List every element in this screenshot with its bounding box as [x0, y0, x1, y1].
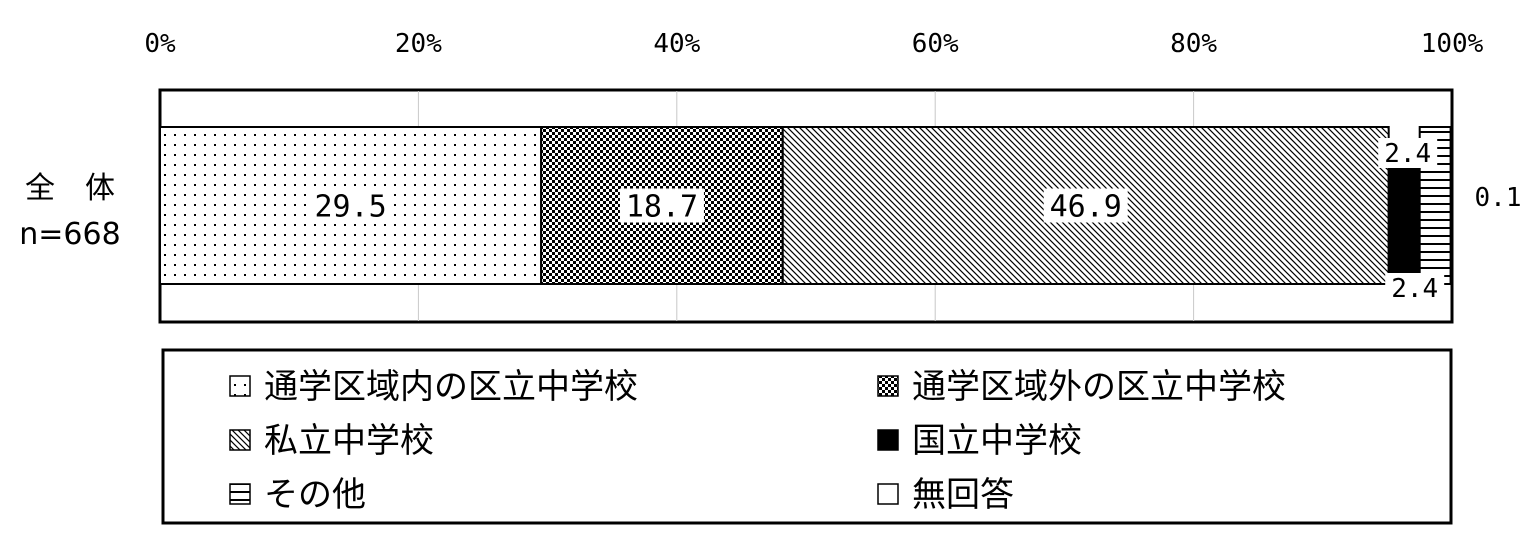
- x-tick-label: 40%: [653, 29, 700, 59]
- data-label-4: 2.4: [1391, 274, 1438, 304]
- category-label-line2: n=668: [19, 217, 120, 252]
- data-label-5: 2.4: [1384, 139, 1431, 169]
- legend-label-2: 通学区域外の区立中学校: [912, 367, 1286, 407]
- data-label-6: 0.1: [1475, 183, 1522, 213]
- data-label-1: 29.5: [314, 190, 386, 225]
- data-label-bg: [619, 188, 704, 223]
- data-label-bg: [1385, 273, 1445, 303]
- legend-swatch-4: [877, 429, 899, 451]
- data-label-bg: [1043, 188, 1128, 223]
- data-labels: 29.5 18.7 46.9 2.4 2.4 0.1: [308, 138, 1522, 304]
- legend-swatch-1: [229, 375, 251, 397]
- data-label-3: 46.9: [1050, 190, 1122, 225]
- legend-label-6: 無回答: [912, 475, 1014, 515]
- legend-swatch-6: [877, 483, 899, 505]
- legend-swatch-2: [877, 375, 899, 397]
- data-label-bg: [1378, 138, 1438, 168]
- data-label-bg: [308, 188, 393, 223]
- data-label-2: 18.7: [626, 190, 698, 225]
- legend-swatch-5: [229, 483, 251, 505]
- legend-label-4: 国立中学校: [912, 421, 1082, 461]
- x-tick-label: 100%: [1421, 29, 1484, 59]
- bar-segments: [159, 126, 1454, 285]
- category-label-line1: 全 体: [25, 171, 115, 206]
- x-tick-label: 80%: [1170, 29, 1217, 59]
- bar-segment-6: [1449, 126, 1454, 285]
- x-tick-label: 20%: [395, 29, 442, 59]
- x-tick-label: 0%: [144, 29, 176, 59]
- legend-swatch-3: [229, 429, 251, 451]
- x-axis-ticks: 0% 20% 40% 60% 80% 100%: [144, 29, 1483, 59]
- bar-segment-4: [1387, 167, 1421, 285]
- legend-label-3: 私立中学校: [264, 421, 434, 461]
- legend-label-1: 通学区域内の区立中学校: [264, 367, 638, 407]
- x-tick-label: 60%: [912, 29, 959, 59]
- legend-box: [161, 348, 1453, 525]
- legend-label-5: その他: [264, 475, 366, 515]
